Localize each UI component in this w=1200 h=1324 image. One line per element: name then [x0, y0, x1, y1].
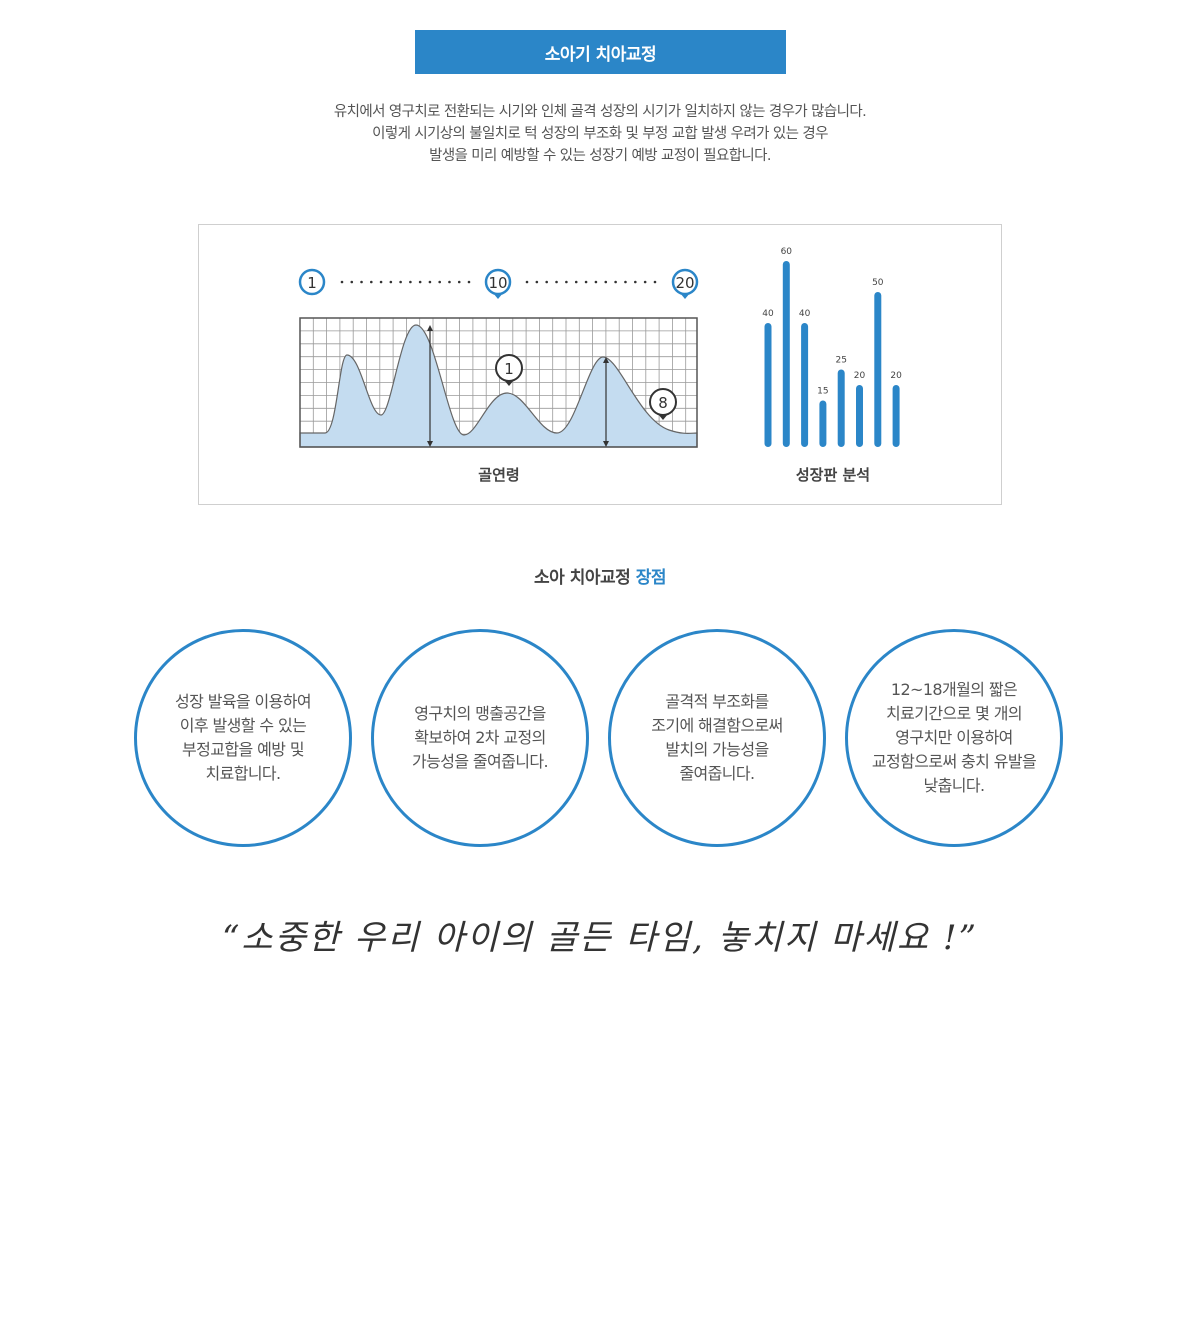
peak-marker-label: 8 — [658, 394, 668, 412]
advantage-line: 낮춥니다. — [923, 776, 986, 795]
timeline: 1 10 20 — [298, 268, 699, 299]
bar-value-label: 20 — [890, 371, 902, 381]
bar — [874, 292, 882, 447]
intro-line: 이렇게 시기상의 불일치로 턱 성장의 부조화 및 부정 교합 발생 우려가 있… — [372, 126, 828, 142]
advantage-line: 교정함으로써 충치 유발을 — [871, 752, 1037, 771]
bar — [819, 400, 827, 447]
timeline-dot — [350, 280, 354, 284]
timeline-dot — [614, 280, 617, 284]
timeline-dot — [545, 280, 548, 284]
bone-age-curve — [299, 324, 698, 448]
bar-value-label: 25 — [835, 356, 846, 366]
bar — [856, 385, 863, 447]
advantage-line: 조기에 해결함으로써 — [651, 716, 783, 735]
advantage-line: 치료기간으로 몇 개의 — [885, 704, 1023, 723]
figure-canvas: 1 10 20 — [298, 247, 902, 484]
growth-plate-chart: 40 60 40 15 25 20 50 20 — [762, 247, 902, 447]
advantage-circle: 골격적 부조화를 조기에 해결함으로써 발치의 가능성을 줄여줍니다. — [608, 629, 826, 847]
advantage-circle: 성장 발육을 이용하여 이후 발생할 수 있는 부정교합을 예방 및 치료합니다… — [134, 629, 352, 847]
closing-quote: “소중한 우리 아이의 골든 타임, 놓치지 마세요 !” — [222, 918, 978, 958]
timeline-dot — [653, 280, 657, 284]
advantage-circle: 영구치의 맹출공간을 확보하여 2차 교정의 가능성을 줄여줍니다. — [371, 629, 589, 847]
timeline-dot — [574, 280, 578, 284]
timeline-marker: 10 — [484, 268, 512, 299]
growth-plate-label: 성장판 분석 — [796, 466, 870, 484]
timeline-dot — [634, 280, 637, 284]
peak-marker-label: 1 — [504, 360, 514, 378]
growth-figure: 1 10 20 — [198, 224, 1002, 505]
timeline-dot — [360, 280, 363, 284]
advantage-line: 12~18개월의 짧은 — [890, 680, 1018, 699]
bar — [764, 323, 772, 447]
timeline-dot — [643, 280, 647, 284]
timeline-dot — [370, 280, 373, 284]
timeline-dot — [379, 280, 383, 284]
advantages-heading: 소아 치아교정 장점 — [0, 563, 1200, 588]
timeline-dot — [438, 280, 441, 284]
timeline-marker-label: 20 — [675, 274, 694, 292]
timeline-dot — [624, 280, 627, 284]
bar-value-label: 20 — [854, 371, 866, 381]
bar — [801, 323, 809, 447]
peak-marker: 1 — [495, 354, 523, 386]
bar-value-label: 15 — [817, 387, 828, 397]
timeline-dot — [428, 280, 432, 284]
timeline-marker-label: 10 — [488, 274, 507, 292]
timeline-dot — [448, 280, 451, 284]
timeline-dot — [340, 280, 344, 284]
bone-age-label: 골연령 — [478, 466, 519, 484]
page-title: 소아기 치아교정 — [415, 30, 786, 74]
timeline-dot — [467, 280, 471, 284]
timeline-dot — [555, 280, 558, 284]
growth-arrow — [427, 325, 433, 447]
advantage-line: 발치의 가능성을 — [665, 740, 769, 759]
timeline-dot — [418, 280, 422, 284]
advantage-line: 골격적 부조화를 — [665, 692, 769, 711]
advantage-line: 줄여줍니다. — [679, 764, 755, 783]
advantage-line: 가능성을 줄여줍니다. — [411, 752, 549, 771]
bar — [782, 261, 790, 447]
timeline-dot — [584, 280, 588, 284]
advantage-line: 영구치의 맹출공간을 — [414, 704, 546, 723]
advantage-line: 성장 발육을 이용하여 — [174, 692, 312, 711]
advantage-line: 치료합니다. — [205, 764, 281, 783]
advantages-heading-prefix: 소아 치아교정 — [534, 568, 631, 588]
advantage-line: 부정교합을 예방 및 — [182, 740, 305, 759]
advantage-circle: 12~18개월의 짧은 치료기간으로 몇 개의 영구치만 이용하여 교정함으로써… — [845, 629, 1063, 847]
bar — [892, 385, 900, 447]
timeline-dot — [409, 280, 412, 284]
intro-text: 유치에서 영구치로 전환되는 시기와 인체 골격 성장의 시기가 일치하지 않는… — [200, 101, 1000, 167]
timeline-dot — [535, 280, 539, 284]
advantage-line: 영구치만 이용하여 — [895, 728, 1013, 747]
advantage-line: 확보하여 2차 교정의 — [414, 728, 546, 747]
timeline-marker: 1 — [298, 268, 326, 296]
timeline-marker-label: 1 — [307, 274, 317, 292]
timeline-dot — [594, 280, 598, 284]
advantages-heading-accent: 장점 — [635, 568, 667, 588]
bar-value-label: 40 — [799, 309, 811, 319]
advantage-line: 이후 발생할 수 있는 — [179, 716, 307, 735]
bar-value-label: 40 — [762, 309, 774, 319]
timeline-dot — [399, 280, 402, 284]
bar-value-label: 60 — [781, 247, 793, 257]
timeline-dot — [457, 280, 461, 284]
timeline-dot — [525, 280, 529, 284]
growth-arrow — [603, 357, 609, 447]
intro-line: 유치에서 영구치로 전환되는 시기와 인체 골격 성장의 시기가 일치하지 않는… — [333, 104, 867, 120]
intro-line: 발생을 미리 예방할 수 있는 성장기 예방 교정이 필요합니다. — [429, 148, 771, 164]
timeline-dot — [604, 280, 608, 284]
bone-age-chart: 1 8 골연령 — [299, 317, 698, 484]
timeline-dot — [389, 280, 393, 284]
timeline-dot — [565, 280, 568, 284]
bar-value-label: 50 — [872, 278, 884, 288]
timeline-marker: 20 — [671, 268, 699, 299]
bar — [837, 369, 845, 447]
peak-marker: 8 — [649, 388, 677, 420]
